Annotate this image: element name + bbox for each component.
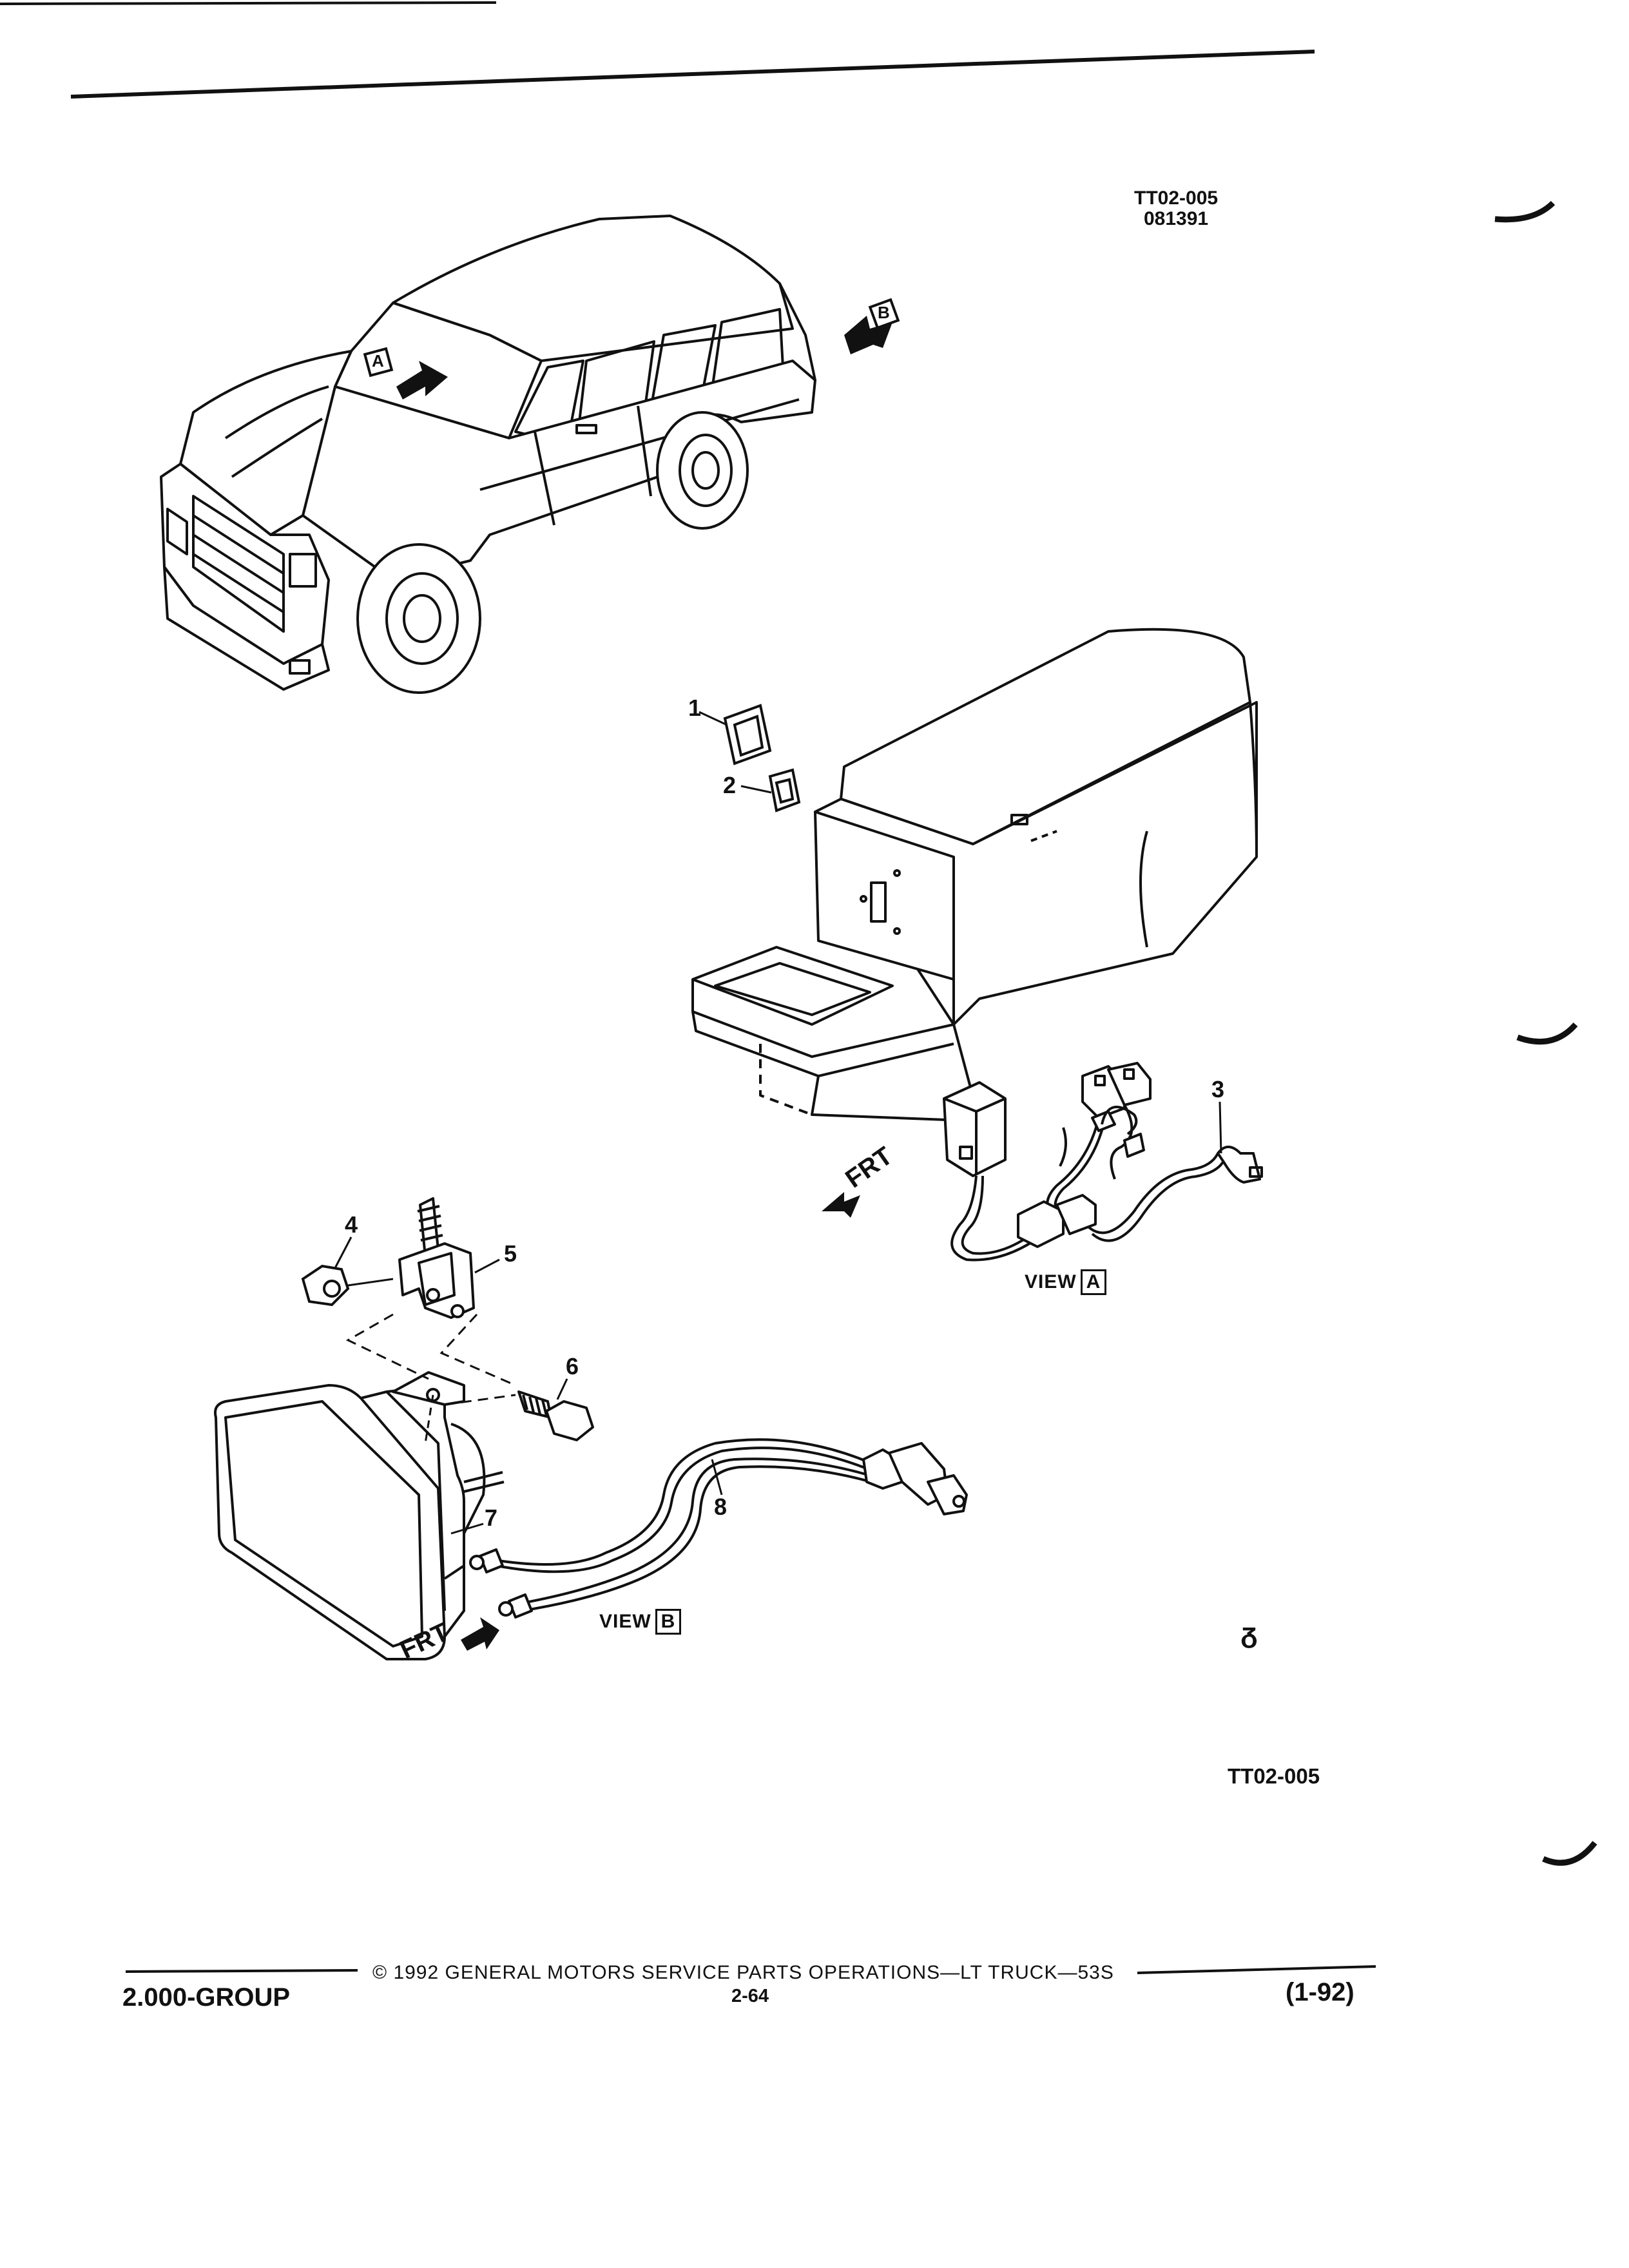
- callout-leader-8: [711, 1459, 723, 1495]
- view-b-word: VIEW: [599, 1611, 651, 1632]
- fog-lamp-drawing: [214, 1371, 505, 1660]
- footer-group: 2.000-GROUP: [122, 1983, 291, 2012]
- binder-mark-top: [1494, 200, 1556, 223]
- illustration-id: TT02-005: [1134, 187, 1219, 209]
- assembly-lines: [345, 1278, 516, 1444]
- date-code: 081391: [1143, 208, 1209, 229]
- callout-leader-5: [474, 1258, 500, 1274]
- callout-leader-4: [334, 1236, 352, 1269]
- frt-arrow-view-a: [822, 1192, 860, 1218]
- top-edge-rule: [0, 1, 497, 5]
- callout-8: 8: [714, 1494, 728, 1520]
- illustration-id-block: TT02-005 081391: [1134, 188, 1218, 229]
- callout-1: 1: [688, 695, 702, 721]
- view-a-word: VIEW: [1025, 1271, 1077, 1293]
- view-b-arrow: [844, 298, 900, 354]
- callout-leader-3: [1219, 1101, 1222, 1154]
- part-4-nut: [301, 1264, 350, 1307]
- part-6-bolt: [517, 1390, 594, 1441]
- callout-leader-7: [450, 1523, 484, 1535]
- footer-rule-left: [125, 1969, 358, 1973]
- footer-page-number: 2-64: [731, 1986, 769, 2006]
- frt-arrow-view-b: [461, 1617, 499, 1651]
- header-rule: [70, 50, 1315, 99]
- view-a-arrow: [363, 347, 448, 399]
- part-5-bracket: [398, 1197, 475, 1319]
- floor-console-drawing: [691, 628, 1258, 1122]
- callout-leader-6: [556, 1378, 568, 1400]
- callout-3: 3: [1211, 1076, 1225, 1102]
- callout-7: 7: [485, 1504, 498, 1531]
- part-8-fog-harness: [469, 1438, 968, 1619]
- callout-leader-1: [699, 711, 728, 726]
- view-a-letter: A: [1080, 1269, 1107, 1295]
- illustration-code-bottom: TT02-005: [1228, 1764, 1320, 1788]
- callout-leader-2: [740, 785, 772, 794]
- binder-mark-bottom: [1542, 1841, 1597, 1866]
- arrow-a-letter: A: [372, 351, 384, 370]
- part-3-console-harness: [943, 1062, 1263, 1262]
- binder-mark-mid: [1516, 1022, 1578, 1045]
- callout-6: 6: [566, 1353, 579, 1379]
- publisher-mark: ᵹ: [1240, 1617, 1258, 1649]
- part-2-switch: [768, 768, 801, 812]
- view-b-letter: B: [655, 1609, 682, 1635]
- footer-copyright: © 1992 GENERAL MOTORS SERVICE PARTS OPER…: [372, 1962, 1114, 1983]
- footer-revision: (1-92): [1286, 1978, 1354, 2006]
- callout-5: 5: [504, 1240, 517, 1267]
- arrow-b-letter: B: [878, 303, 890, 322]
- part-1-bezel: [723, 704, 772, 765]
- footer-rule-right: [1137, 1965, 1376, 1974]
- callout-2: 2: [723, 772, 737, 798]
- vehicle-drawing: [160, 215, 816, 694]
- callout-4: 4: [345, 1211, 358, 1238]
